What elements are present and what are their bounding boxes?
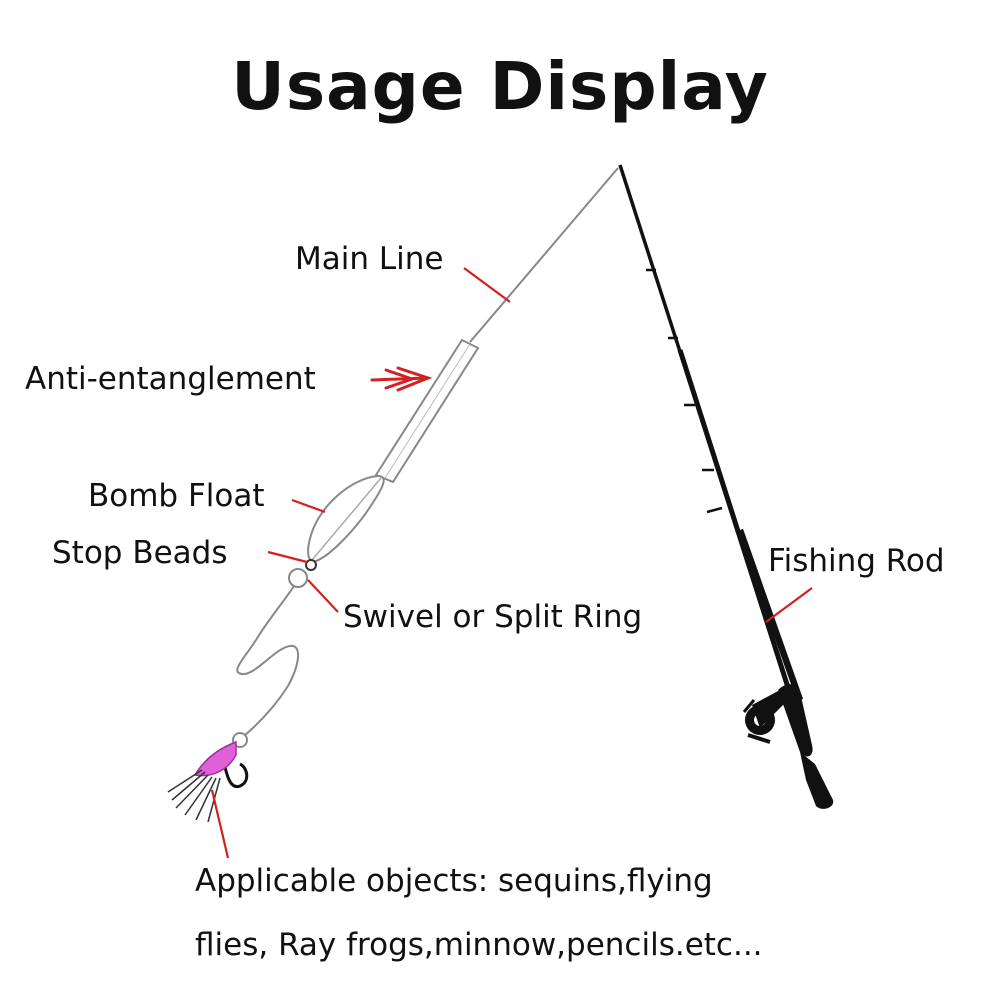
label-fishing-rod: Fishing Rod bbox=[768, 543, 945, 579]
rod-butt bbox=[800, 752, 834, 809]
leader-swivel bbox=[307, 579, 339, 613]
leader-lure bbox=[210, 789, 230, 859]
label-main-line: Main Line bbox=[295, 241, 444, 277]
label-stop-beads: Stop Beads bbox=[52, 535, 228, 571]
caption-line-1: Applicable objects: sequins,flying bbox=[195, 863, 713, 899]
page-title: Usage Display bbox=[231, 48, 769, 125]
leader-fishing-rod bbox=[765, 587, 813, 623]
rod-handle bbox=[778, 684, 813, 757]
label-bomb-float: Bomb Float bbox=[88, 478, 265, 514]
arrow-anti-entanglement bbox=[370, 366, 433, 392]
rod-guides bbox=[646, 268, 723, 514]
leader-wire bbox=[236, 585, 299, 737]
spinning-reel bbox=[742, 690, 786, 744]
swivel-ring bbox=[288, 568, 308, 588]
label-swivel: Swivel or Split Ring bbox=[343, 599, 643, 635]
fly-feathers bbox=[167, 769, 221, 823]
caption-line-2: flies, Ray frogs,minnow,pencils.etc... bbox=[195, 927, 763, 963]
leader-main-line bbox=[463, 267, 511, 303]
stop-bead bbox=[305, 559, 317, 571]
leader-bomb-float bbox=[291, 498, 326, 514]
label-anti-entanglement: Anti-entanglement bbox=[25, 361, 316, 397]
main-line bbox=[469, 167, 619, 343]
annotation-leaders bbox=[210, 267, 813, 859]
leader-stop-beads bbox=[267, 550, 308, 564]
hook bbox=[220, 751, 249, 789]
